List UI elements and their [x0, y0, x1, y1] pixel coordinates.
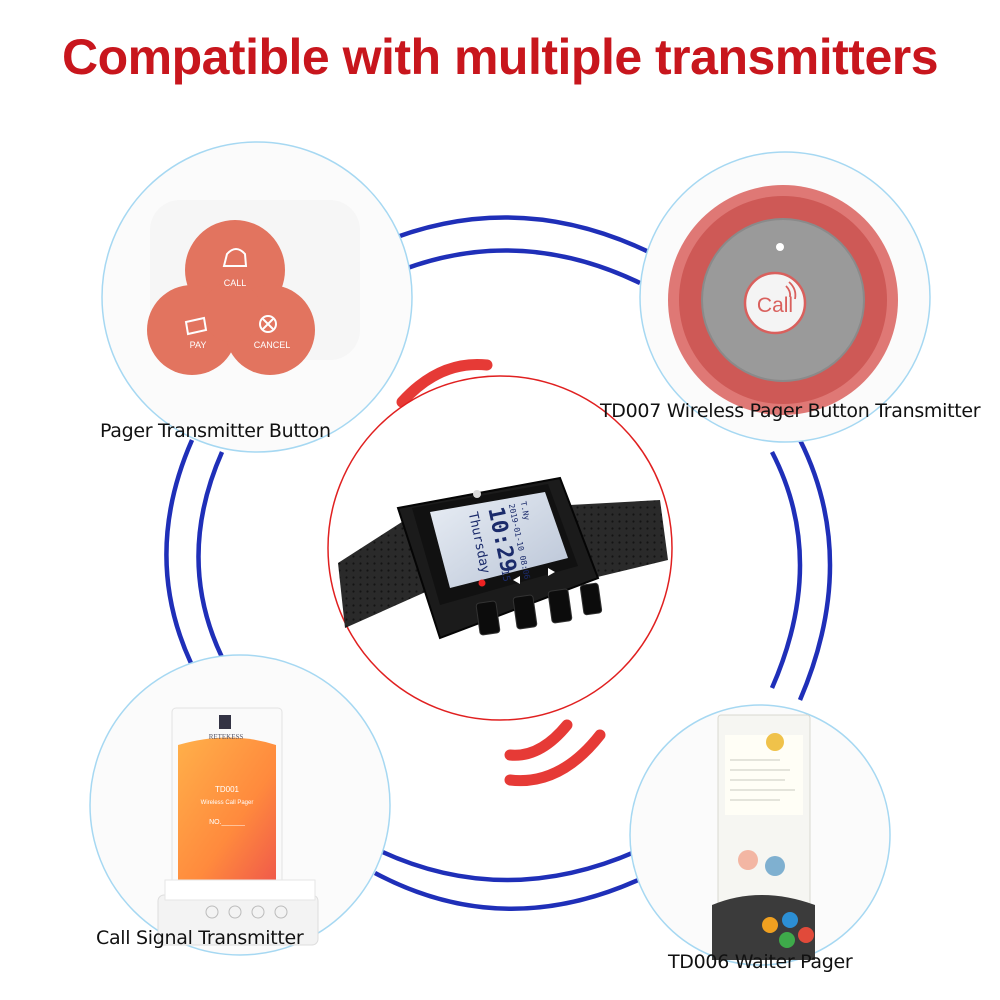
waiter-pager-stand — [712, 714, 815, 960]
watch-signal: T.Ny — [519, 500, 532, 521]
arc-top-inner — [371, 248, 641, 286]
caption-td006: TD006 Waiter Pager — [668, 951, 853, 973]
caption-pager-transmitter-button: Pager Transmitter Button — [100, 420, 331, 442]
button-call-label: CALL — [224, 278, 247, 288]
call-button-transmitter — [668, 185, 898, 415]
call-button-label: Call — [757, 294, 793, 317]
button-pay-label: PAY — [190, 340, 207, 350]
button-cancel-label: CANCEL — [254, 340, 291, 350]
arc-right-inner — [769, 450, 803, 689]
call-signal-transmitter — [157, 707, 319, 946]
arc-bottom-outer — [366, 842, 651, 883]
wrist-pager-watch — [338, 476, 668, 640]
arc-left-outer — [164, 439, 207, 692]
page-title: Compatible with multiple transmitters — [61, 29, 939, 85]
three-button-transmitter — [147, 200, 360, 375]
arc-left-inner — [196, 451, 235, 680]
caption-call-signal-transmitter: Call Signal Transmitter — [96, 927, 304, 949]
caption-td007: TD007 Wireless Pager Button Transmitter — [600, 400, 981, 422]
card-brand: RETEKESS — [209, 733, 244, 741]
watch-seconds: 15 — [498, 569, 511, 583]
card-model: TD001 — [215, 785, 240, 794]
arc-right-outer — [797, 438, 833, 701]
card-number: NO.______ — [209, 819, 245, 826]
signal-waves-bottom — [504, 719, 606, 787]
watch-screen-text: Thursday 10:29 15 2019-01-10 08:06 T.Ny — [465, 500, 532, 583]
arc-bottom-inner — [373, 869, 657, 911]
card-subtitle: Wireless Call Pager — [201, 800, 254, 806]
